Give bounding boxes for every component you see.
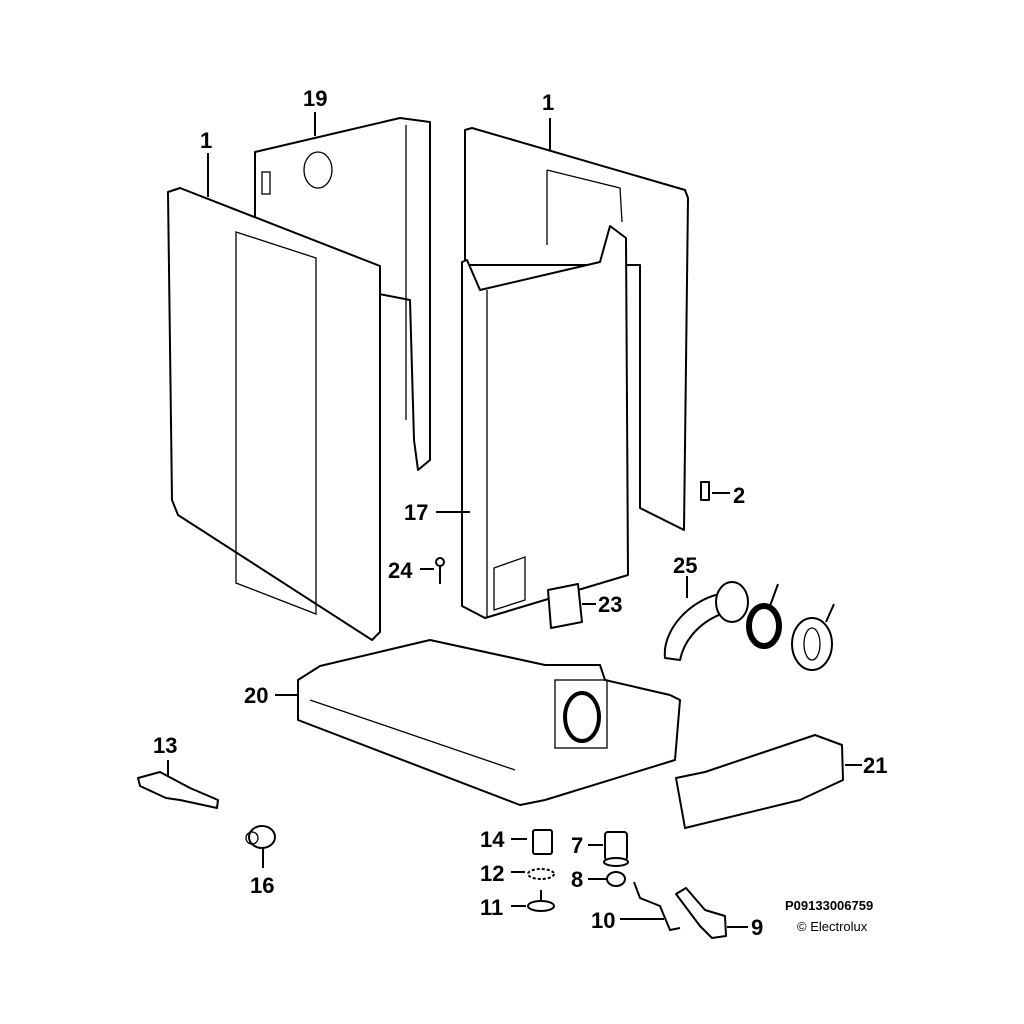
reference-code: P09133006759	[785, 898, 874, 913]
label-16: 16	[250, 873, 274, 898]
part-11-bracket[interactable]: 13	[137, 733, 219, 809]
part-1-side-panel-left[interactable]: 1	[167, 128, 381, 641]
part-19-base-frame[interactable]: 20	[244, 639, 681, 806]
part-14-spacer[interactable]: 14	[480, 827, 553, 855]
label-17: 17	[404, 500, 428, 525]
part-2-clip[interactable]: 2	[700, 481, 745, 508]
label-21: 23	[598, 592, 622, 617]
part-12-adjustable-foot[interactable]: 11	[480, 890, 555, 920]
part-8-nut[interactable]: 8	[571, 867, 626, 892]
label-12: 11	[480, 895, 503, 920]
label-14: 14	[480, 827, 505, 852]
label-22: 24	[388, 558, 413, 583]
part-23-exhaust-hose[interactable]: 25	[663, 553, 749, 661]
label-2: 2	[733, 483, 745, 508]
label-13: 12	[480, 861, 504, 886]
part-1-side-panel-right[interactable]: 1	[464, 90, 689, 531]
part-17-rear-cover[interactable]: 17	[404, 225, 629, 619]
part-21-access-cover[interactable]: 23	[547, 583, 622, 629]
part-20-kick-plate[interactable]: 21	[675, 734, 887, 829]
part-24-seal-ring[interactable]	[746, 583, 782, 649]
part-9-lever[interactable]: 9	[675, 887, 763, 940]
part-7-bushing[interactable]: 7	[571, 831, 629, 867]
part-16-roller[interactable]: 16	[245, 825, 276, 898]
part-22-screw[interactable]: 24	[388, 557, 445, 584]
part-10-wire-spring[interactable]: 10	[591, 881, 681, 933]
label-1-left: 1	[200, 128, 212, 153]
label-8: 8	[571, 867, 583, 892]
part-25-vent-cap[interactable]	[791, 603, 835, 671]
label-1-right: 1	[542, 90, 554, 115]
label-19: 20	[244, 683, 268, 708]
label-20: 21	[863, 753, 887, 778]
label-7: 7	[571, 833, 583, 858]
label-23: 25	[673, 553, 697, 578]
label-11: 13	[153, 733, 177, 758]
label-10: 10	[591, 908, 615, 933]
label-18: 19	[303, 86, 327, 111]
label-9: 9	[751, 915, 763, 940]
copyright-notice: © Electrolux	[797, 919, 868, 934]
part-13-lock-washer[interactable]: 12	[480, 861, 555, 886]
